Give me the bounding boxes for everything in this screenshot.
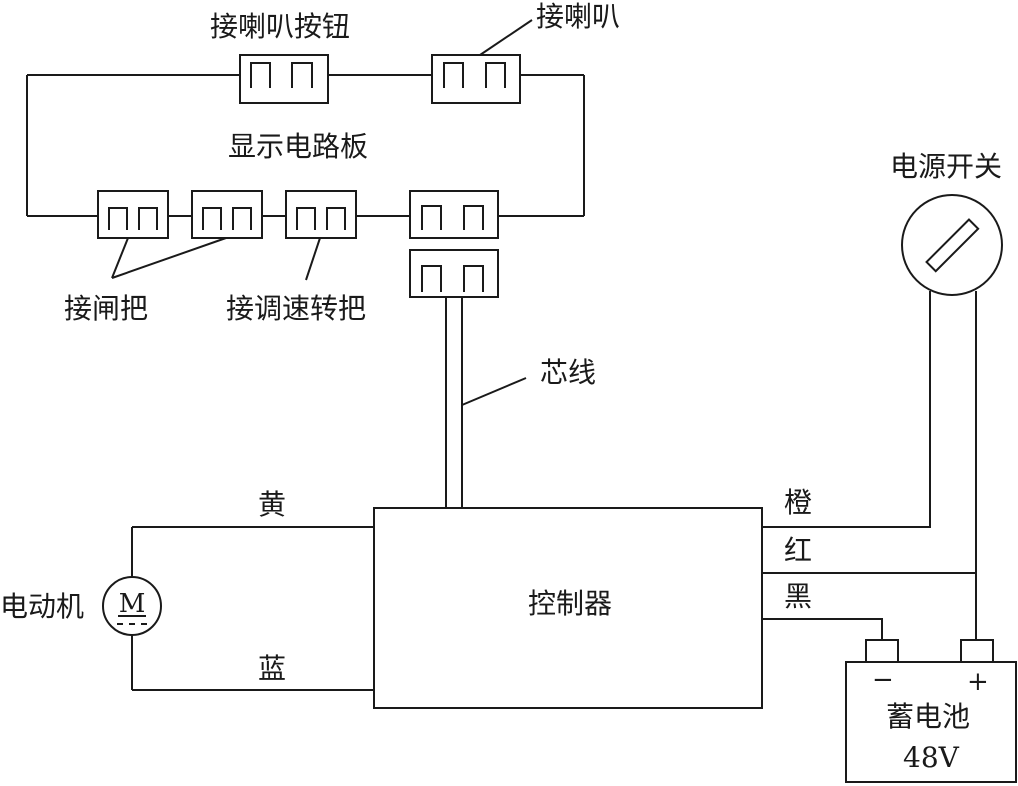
motor-symbol-circle	[102, 576, 162, 636]
brake-leader-line-1	[111, 237, 129, 279]
battery-label: 蓄电池	[886, 700, 970, 733]
motor-symbol-letter: M	[119, 589, 146, 619]
controller-label: 控制器	[528, 587, 612, 620]
battery-minus-terminal	[865, 639, 899, 663]
battery-box	[845, 661, 1017, 783]
yellow-wire-label: 黄	[258, 488, 286, 521]
controller-box	[373, 507, 763, 709]
horn-button-connector	[239, 54, 329, 104]
display-board-label: 显示电路板	[228, 130, 368, 163]
red-wire-label: 红	[784, 534, 812, 567]
battery-voltage: 48V	[903, 741, 960, 774]
core-wire-connector-cable	[409, 249, 499, 298]
orange-wire-label: 橙	[784, 486, 812, 519]
throttle-leader-line	[305, 237, 321, 281]
battery-minus-sign: −	[872, 665, 894, 695]
horn-button-label: 接喇叭按钮	[210, 10, 350, 43]
black-wire-label: 黑	[784, 580, 812, 613]
horn-connector	[431, 54, 521, 104]
throttle-connector	[285, 190, 357, 239]
power-switch-key-slot	[925, 218, 980, 273]
core-wire-cable	[445, 297, 463, 508]
battery-plus-sign: +	[967, 667, 989, 697]
horn-leader-line	[479, 19, 533, 56]
brake-connector-2	[191, 190, 263, 239]
core-wire-connector-board	[409, 190, 499, 239]
brake-leader-line-2	[111, 237, 227, 279]
power-switch-label: 电源开关	[890, 150, 1002, 183]
blue-wire-label: 蓝	[258, 652, 286, 685]
brake-label: 接闸把	[64, 292, 148, 325]
black-wire	[762, 618, 883, 640]
core-wire-leader-line	[461, 377, 527, 406]
orange-wire	[762, 291, 931, 528]
battery-plus-terminal	[960, 639, 994, 663]
core-wire-label: 芯线	[540, 356, 596, 389]
motor-label: 电动机	[0, 590, 84, 623]
horn-label: 接喇叭	[536, 0, 620, 33]
display-board-loop	[26, 74, 585, 217]
motor-symbol-dashes	[117, 615, 147, 625]
throttle-label: 接调速转把	[226, 292, 366, 325]
motor-wires	[131, 526, 374, 691]
brake-connector-1	[97, 190, 169, 239]
